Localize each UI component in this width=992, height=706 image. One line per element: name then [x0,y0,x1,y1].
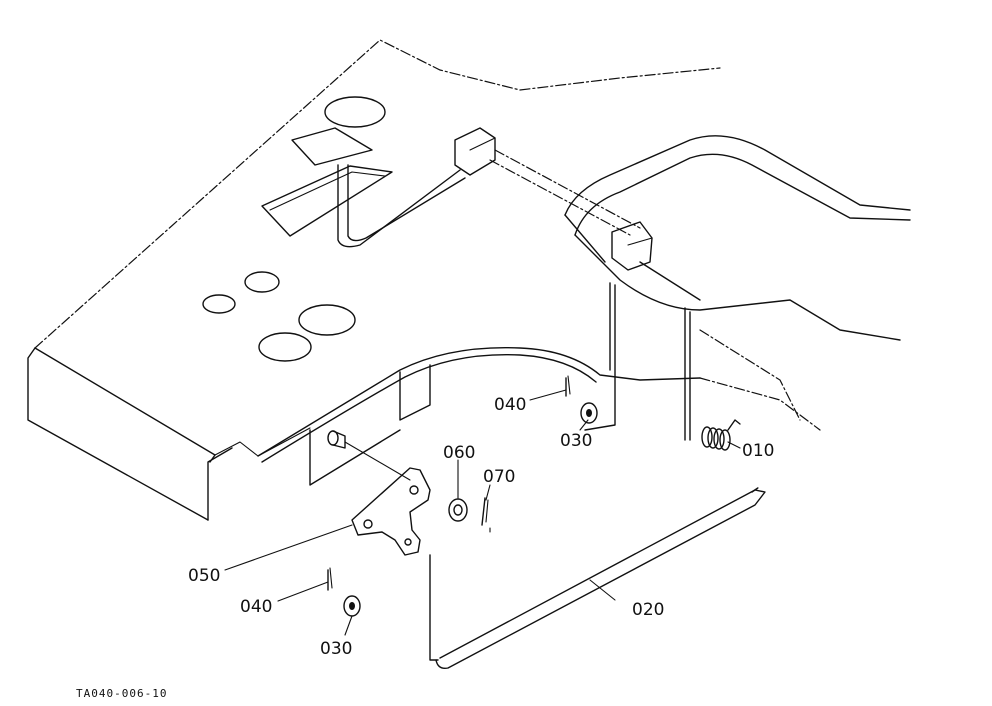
label-040-lower: 040 [240,597,272,617]
cotter-pin-040-lower [327,567,333,591]
brake-rod [429,487,766,670]
washer-030-lower [343,595,361,617]
label-060: 060 [443,443,475,463]
label-050: 050 [188,566,220,586]
floor-deck [27,39,821,521]
bracket-plate [351,467,431,556]
washer-060 [448,498,468,522]
washer-030-upper [580,402,598,424]
return-spring [701,419,741,451]
cotter-pin-040-upper [565,375,571,397]
label-030-lower: 030 [320,639,352,659]
brake-pedal [261,127,466,248]
floor-holes [202,96,386,362]
label-010: 010 [742,441,774,461]
label-030-upper: 030 [560,431,592,451]
label-020: 020 [632,600,664,620]
part-labels: 010 020 030 030 040 040 050 060 070 [188,395,774,659]
label-040-upper: 040 [494,395,526,415]
pivot-pin [327,430,411,481]
label-070: 070 [483,467,515,487]
figure-code: TA040-006-10 [76,687,167,700]
frame [564,135,911,441]
leader-lines [224,389,741,636]
pedal-shaft [454,127,701,301]
cotter-pin-070 [481,497,491,533]
